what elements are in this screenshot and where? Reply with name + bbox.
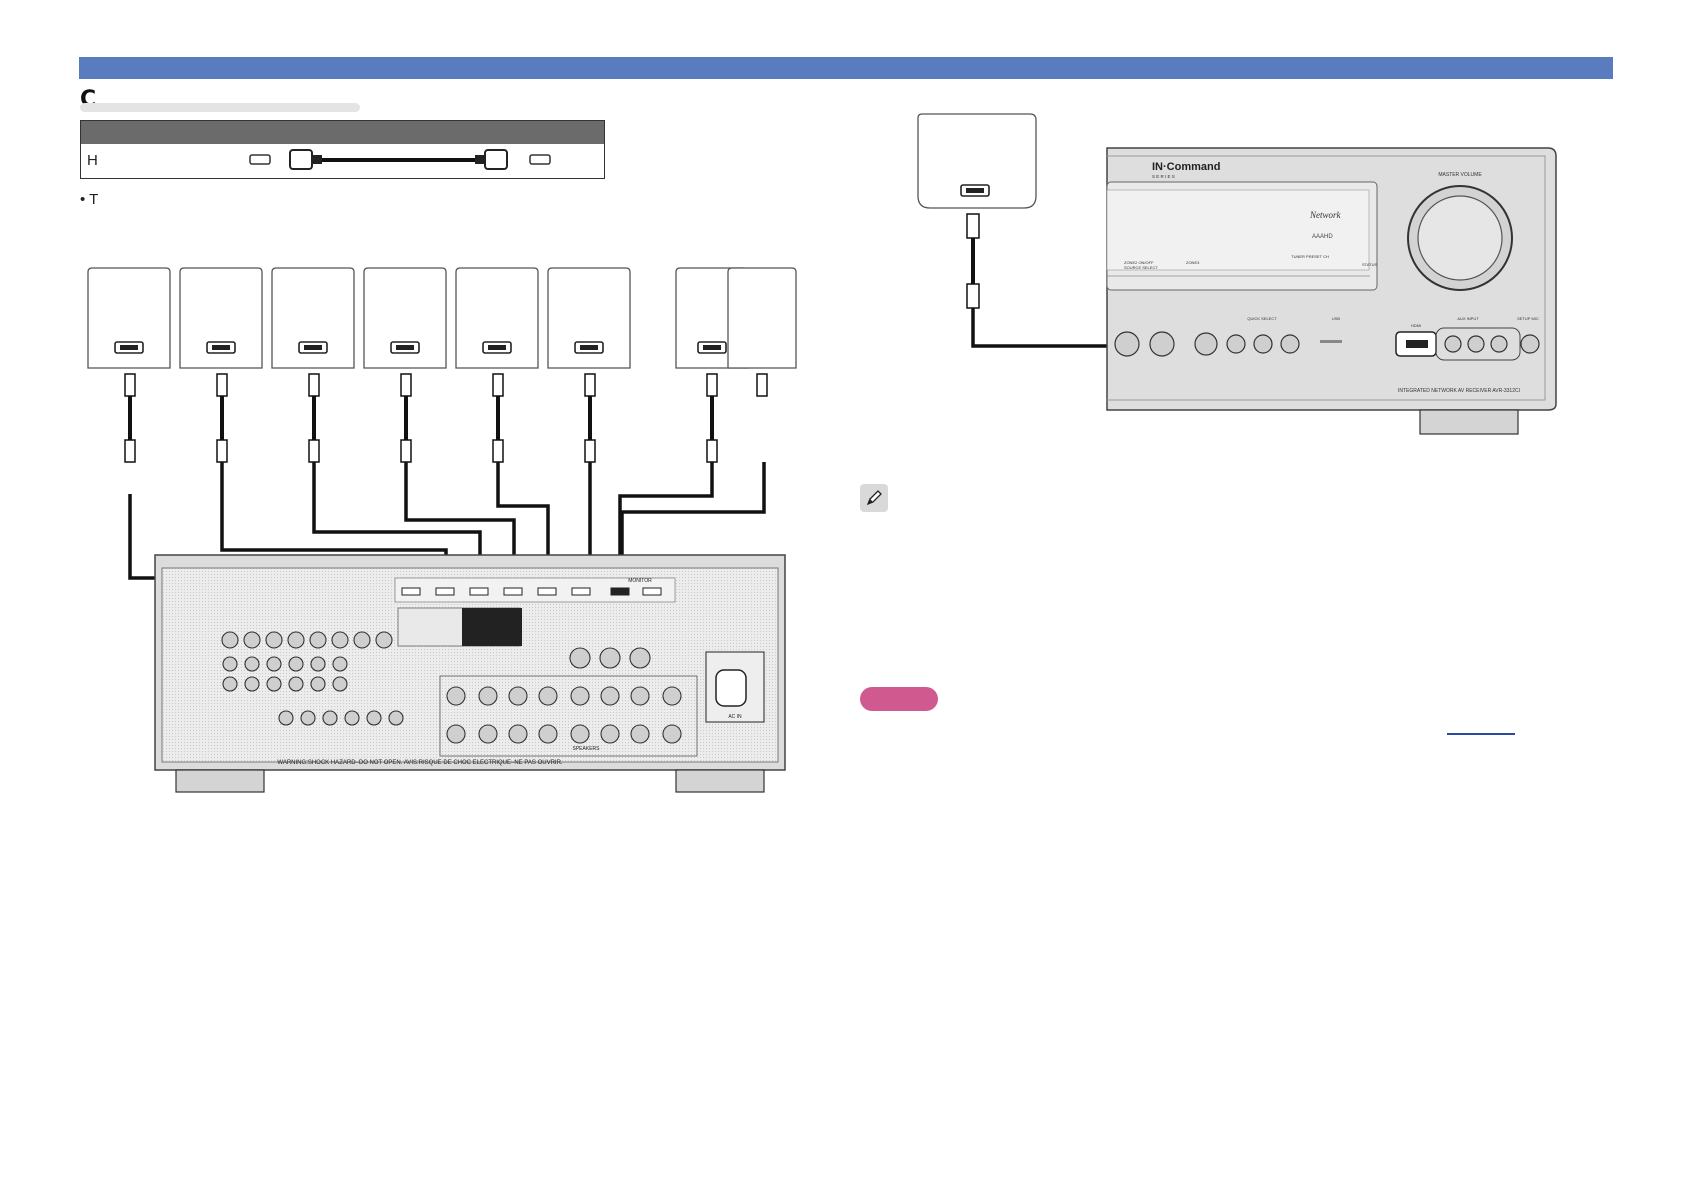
front-logo: IN·Command (1152, 161, 1220, 173)
model-label: INTEGRATED NETWORK AV RECEIVER AVR-3312C… (1398, 388, 1520, 394)
cable-table-header (81, 121, 604, 144)
usb-label: USB (1332, 316, 1341, 321)
receiver-front-panel: IN·Command S E R I E S Network AAAHD MAS… (1106, 147, 1557, 435)
note-badge (860, 687, 938, 711)
master-volume-label: MASTER VOLUME (1438, 172, 1482, 178)
quick-select-label: QUICK SELECT (1247, 316, 1277, 321)
zone3-label: ZONE3 (1186, 260, 1200, 265)
monitor-label: MONITOR (628, 578, 652, 584)
speakers-label: SPEAKERS (573, 746, 601, 752)
front-connection-diagram: IN·Command S E R I E S Network AAAHD MAS… (917, 113, 1557, 435)
front-series: S E R I E S (1152, 174, 1175, 179)
device-box (455, 267, 539, 369)
device-box (727, 267, 797, 369)
device-box (363, 267, 447, 369)
cable-table: H (80, 120, 605, 179)
aux-input-label: AUX INPUT (1457, 316, 1479, 321)
rear-connection-diagram: WARNING:SHOCK HAZARD–DO NOT OPEN. AVIS:R… (87, 267, 797, 793)
hdmi-front-label: HDMI (1411, 323, 1421, 328)
rear-panel: WARNING:SHOCK HAZARD–DO NOT OPEN. AVIS:R… (154, 554, 786, 793)
rear-warning: WARNING:SHOCK HAZARD–DO NOT OPEN. AVIS:R… (277, 760, 562, 766)
tuner-preset-label: TUNER PRESET CH (1291, 254, 1329, 259)
page-reference-link[interactable] (1447, 733, 1515, 735)
source-devices (87, 267, 797, 369)
hdmi-cable-icon (249, 149, 551, 170)
ac-in-label: AC IN (728, 714, 742, 720)
setup-mic-label: SETUP MIC (1517, 316, 1539, 321)
cable-label: H (87, 152, 98, 169)
note-bullet: • T (80, 191, 99, 208)
front-badge: AAAHD (1312, 234, 1333, 240)
hdmi-port-icon (960, 184, 990, 197)
source-select-label: SOURCE SELECT (1124, 265, 1158, 270)
hdmi-cables (124, 373, 768, 463)
header-bar (79, 57, 1613, 79)
device-box (179, 267, 263, 369)
device-box (547, 267, 631, 369)
zone2-label: ZONE2 ON/OFF (1124, 260, 1154, 265)
device-box (271, 267, 355, 369)
pencil-icon (860, 484, 888, 512)
section-heading-rule (80, 103, 360, 112)
device-box (87, 267, 171, 369)
front-network: Network (1309, 210, 1342, 220)
status-label: STATUS (1362, 262, 1378, 267)
device-box (917, 113, 1037, 209)
